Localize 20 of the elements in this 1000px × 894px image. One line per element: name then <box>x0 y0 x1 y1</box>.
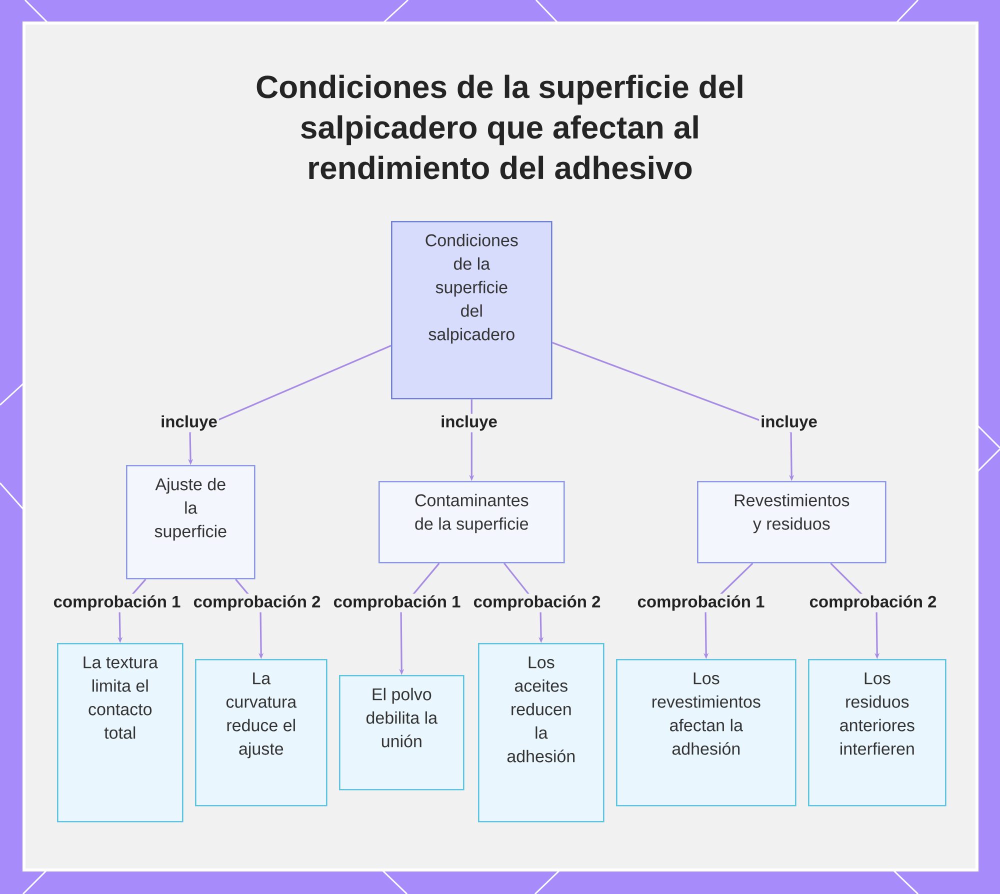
detail-box: La textura limita el contacto total <box>57 643 184 822</box>
detail-box: La curvatura reduce el ajuste <box>195 659 328 806</box>
edge-label: incluye <box>759 414 819 432</box>
topic-box: Condiciones de la superficie del salpicadero <box>391 221 552 400</box>
category-box: Contaminantes de la superficie <box>378 481 565 564</box>
edge-label: comprobación 1 <box>332 594 462 612</box>
edge-label: comprobación 1 <box>636 594 766 612</box>
edge-label: comprobación 2 <box>808 594 938 612</box>
edge-label: comprobación 1 <box>52 594 182 612</box>
detail-box: Los residuos anteriores interfieren <box>808 659 946 806</box>
edge-label: incluye <box>439 414 499 432</box>
detail-box: El polvo debilita la unión <box>339 675 464 790</box>
detail-box: Los revestimientos afectan la adhesión <box>616 659 796 806</box>
category-box: Revestimientos y residuos <box>697 481 886 564</box>
category-box: Ajuste de la superficie <box>126 465 256 580</box>
detail-box: Los aceites reducen la adhesión <box>478 643 604 822</box>
edge-label: incluye <box>159 414 219 432</box>
title: Condiciones de la superficie del salpicadero que afectan al rendimiento del adhesivo <box>256 74 742 180</box>
edge-label: comprobación 2 <box>192 594 322 612</box>
edge-label: comprobación 2 <box>472 594 602 612</box>
